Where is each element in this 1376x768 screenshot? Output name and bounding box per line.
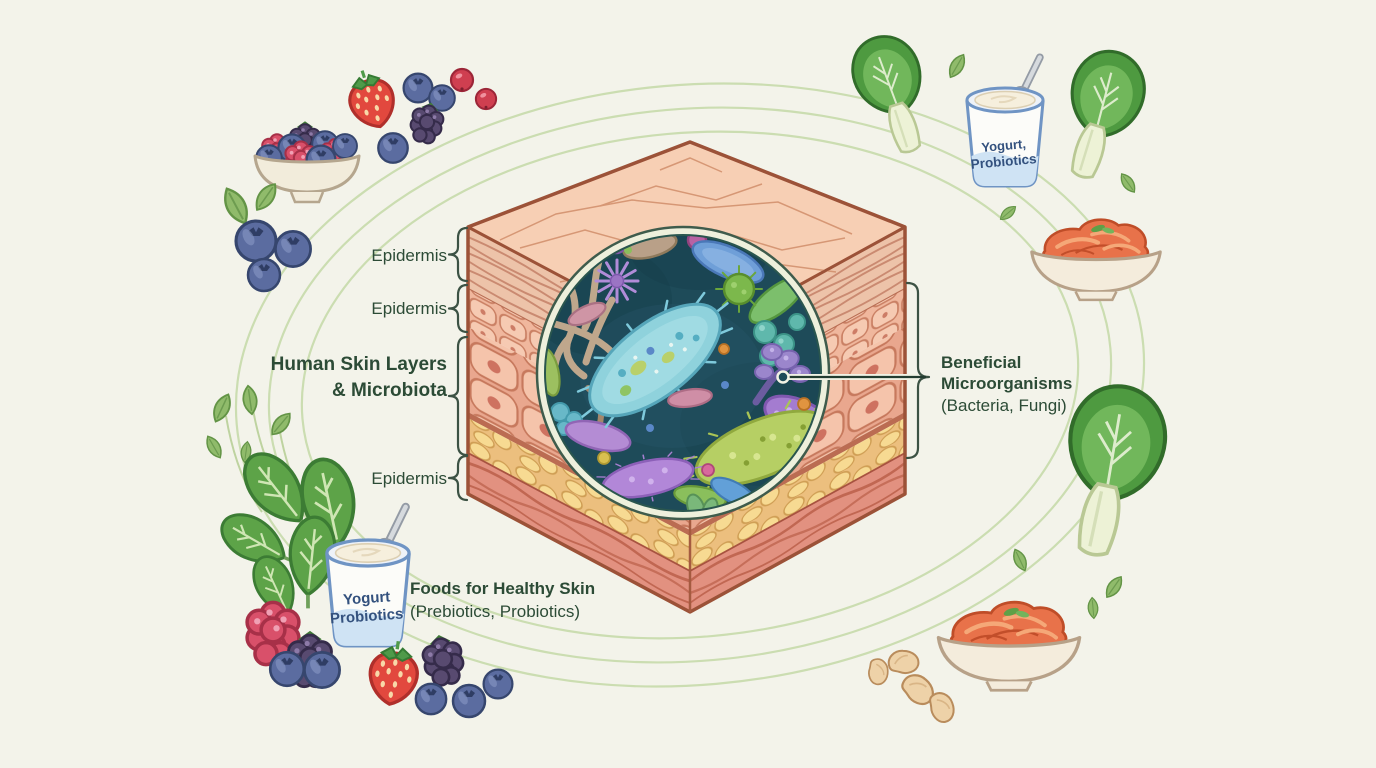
strawberry	[339, 62, 403, 135]
skin-layers-heading-line2: & Microbiota	[332, 380, 447, 401]
foods-top-left	[255, 62, 498, 202]
kimchi-bowl	[938, 602, 1079, 690]
leaf-icon	[240, 384, 260, 416]
microorganisms-label-line2: Microorganisms	[941, 374, 1072, 393]
pink-rod-microbe	[567, 301, 607, 327]
leaf-icon	[1086, 596, 1100, 620]
blueberry	[303, 651, 341, 689]
mauve-rod-microbe	[667, 387, 713, 409]
foods-label-line1: Foods for Healthy Skin	[410, 579, 595, 598]
skin-layers-heading-line1: Human Skin Layers	[271, 354, 447, 375]
epidermis-label-2: Epidermis	[371, 299, 447, 318]
blueberry	[414, 682, 448, 716]
foods-label-line2: (Prebiotics, Probiotics)	[410, 602, 580, 621]
blueberry	[482, 668, 514, 700]
yogurt-label-top-right-line2: Probiotics	[970, 151, 1037, 172]
leaf-icon	[1101, 572, 1127, 602]
starburst-microbe	[594, 258, 640, 304]
green-fuzzball-microbe	[715, 265, 763, 313]
blueberry	[268, 650, 306, 688]
leaf-icon	[208, 390, 236, 426]
pointer-dot	[776, 370, 790, 384]
large-cyan-microbe	[553, 266, 757, 454]
blue-rod-microbe	[691, 240, 765, 284]
foods-bottom-right	[863, 602, 1079, 728]
lime-rod-microbe	[545, 347, 561, 397]
bean	[863, 655, 893, 688]
blueberry	[274, 230, 312, 268]
yogurt-label-top-right-line1: Yogurt,	[981, 136, 1027, 155]
blueberry	[246, 257, 282, 293]
microorganisms-label-line1: Beneficial	[941, 353, 1021, 372]
label-braces	[447, 226, 931, 502]
purple-branching-microbe	[752, 343, 811, 406]
leaf-icon	[202, 432, 226, 462]
leafy-green	[1046, 41, 1156, 189]
microbe-pointer	[776, 370, 926, 384]
blueberry	[377, 132, 409, 164]
blackberry	[418, 631, 468, 689]
leaf-icon	[997, 202, 1019, 224]
brace-epidermis-3	[447, 454, 469, 502]
blueberry	[234, 219, 278, 263]
kimchi-bowl	[1032, 220, 1161, 300]
leaf-icon	[944, 50, 970, 82]
leaf-icon	[1116, 170, 1140, 196]
brace-epidermis-2	[447, 283, 469, 334]
red-currant	[449, 67, 475, 93]
blueberry	[451, 683, 487, 719]
strawberry	[364, 636, 424, 710]
large-green-microbe	[665, 378, 821, 511]
lavender-rod-microbe	[564, 419, 632, 453]
red-currant	[474, 87, 498, 111]
microorganisms-label-line3: (Bacteria, Fungi)	[941, 396, 1067, 415]
microbiome-circle	[535, 225, 831, 521]
epidermis-label-1: Epidermis	[371, 246, 447, 265]
bean	[884, 645, 922, 679]
cyan-blob-cluster	[550, 402, 583, 436]
yogurt-label-bottom-left-line1: Yogurt	[343, 588, 391, 608]
leafy-green	[842, 26, 945, 163]
brace-skin-layers	[447, 335, 469, 457]
yogurt-label-bottom-left-line2: Probiotics	[330, 605, 404, 627]
brace-microorganisms	[905, 281, 931, 460]
microbe-dots	[597, 246, 811, 477]
blueberry	[402, 72, 434, 104]
brace-epidermis-1	[447, 226, 469, 283]
connector-curves	[234, 82, 1146, 688]
epidermis-label-3: Epidermis	[371, 469, 447, 488]
